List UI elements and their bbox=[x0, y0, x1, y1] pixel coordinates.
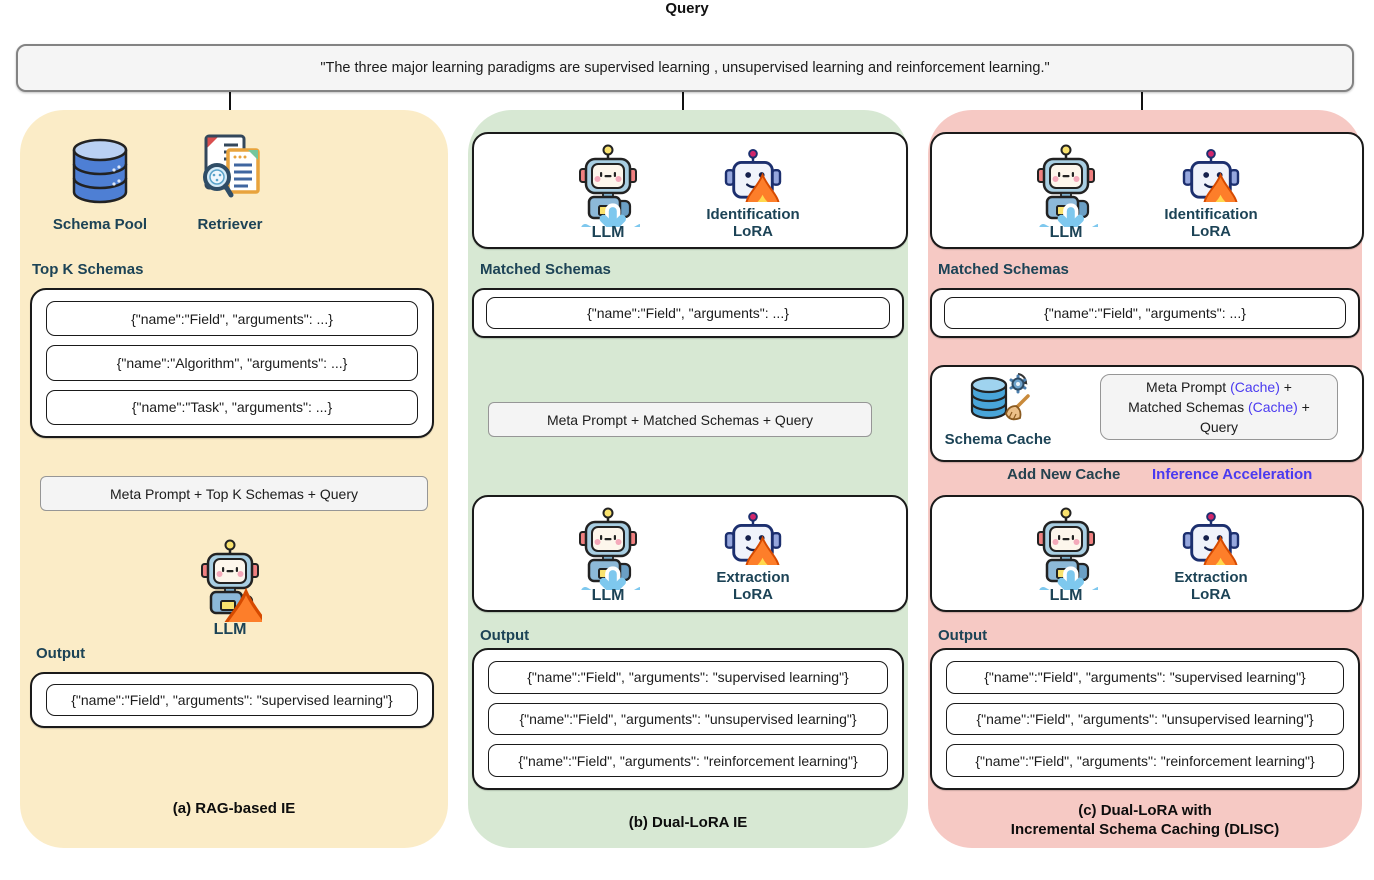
llm-label-b2: LLM bbox=[591, 587, 625, 604]
output-container-a: {"name":"Field", "arguments": "supervise… bbox=[30, 672, 434, 728]
llm-label-a: LLM bbox=[213, 621, 247, 638]
identification-lora-label-b: Identification LoRA bbox=[706, 206, 800, 240]
schema-cache-label: Schema Cache bbox=[944, 431, 1052, 448]
identification-stage-box-c bbox=[930, 132, 1364, 249]
meta-prompt-box-a: Meta Prompt + Top K Schemas + Query bbox=[40, 476, 428, 511]
schema-box: {"name":"Algorithm", "arguments": ...} bbox=[46, 345, 418, 381]
query-box: "The three major learning paradigms are … bbox=[16, 44, 1354, 92]
schema-cache-icon bbox=[966, 372, 1032, 430]
extraction-lora-label-b: Extraction LoRA bbox=[716, 569, 790, 603]
matched-schemas-container-c: {"name":"Field", "arguments": ...} bbox=[930, 288, 1360, 338]
caption-c: (c) Dual-LoRA with Incremental Schema Ca… bbox=[1010, 802, 1280, 838]
llm-label-c1: LLM bbox=[1049, 224, 1083, 241]
matched-schemas-title-b: Matched Schemas bbox=[480, 261, 611, 278]
schema-pool-label: Schema Pool bbox=[52, 216, 148, 233]
caption-a: (a) RAG-based IE bbox=[172, 800, 296, 817]
add-new-cache-label: Add New Cache bbox=[1007, 466, 1121, 483]
llm-robot-icon-b2 bbox=[576, 506, 640, 590]
llm-label-c2: LLM bbox=[1049, 587, 1083, 604]
llm-robot-icon-c1 bbox=[1034, 143, 1098, 227]
identification-lora-label-c: Identification LoRA bbox=[1164, 206, 1258, 240]
meta-prompt-box-b: Meta Prompt + Matched Schemas + Query bbox=[488, 402, 872, 437]
inference-acceleration-label: Inference Acceleration bbox=[1152, 466, 1313, 483]
matched-schemas-title-c: Matched Schemas bbox=[938, 261, 1069, 278]
llm-robot-icon-a bbox=[198, 538, 262, 622]
schema-pool-database-icon bbox=[68, 136, 132, 208]
cached-prompt-line2: Matched Schemas (Cache) + bbox=[1128, 399, 1310, 415]
llm-robot-icon-b1 bbox=[576, 143, 640, 227]
retriever-icon bbox=[192, 132, 268, 212]
output-box: {"name":"Field", "arguments": "unsupervi… bbox=[488, 702, 888, 736]
top-k-schemas-title: Top K Schemas bbox=[32, 261, 144, 278]
page-title: Query bbox=[665, 0, 709, 17]
extraction-lora-robot-icon-b bbox=[724, 511, 782, 565]
cached-prompt-line3: Query bbox=[1199, 419, 1239, 435]
extraction-stage-box-c bbox=[930, 495, 1364, 612]
output-title-a: Output bbox=[36, 645, 86, 662]
extraction-lora-robot-icon-c bbox=[1182, 511, 1240, 565]
output-container-b: {"name":"Field", "arguments": "supervise… bbox=[472, 648, 904, 790]
extraction-lora-label-c: Extraction LoRA bbox=[1174, 569, 1248, 603]
schema-box: {"name":"Field", "arguments": ...} bbox=[46, 301, 418, 337]
extraction-stage-box-b bbox=[472, 495, 908, 612]
cached-prompt-line1: Meta Prompt (Cache) + bbox=[1146, 379, 1292, 395]
output-container-c: {"name":"Field", "arguments": "supervise… bbox=[930, 648, 1360, 790]
identification-lora-robot-icon-c bbox=[1182, 148, 1240, 202]
output-box: {"name":"Field", "arguments": "reinforce… bbox=[946, 744, 1344, 778]
schema-box: {"name":"Task", "arguments": ...} bbox=[46, 389, 418, 425]
top-k-schemas-container: {"name":"Field", "arguments": ...} {"nam… bbox=[30, 288, 434, 438]
identification-lora-robot-icon-b bbox=[724, 148, 782, 202]
retriever-label: Retriever bbox=[197, 216, 263, 233]
output-box: {"name":"Field", "arguments": "reinforce… bbox=[488, 744, 888, 778]
cached-prompt-box: Meta Prompt (Cache) + Matched Schemas (C… bbox=[1100, 374, 1338, 440]
output-title-c: Output bbox=[938, 627, 988, 644]
schema-box: {"name":"Field", "arguments": ...} bbox=[486, 297, 890, 329]
schema-box: {"name":"Field", "arguments": ...} bbox=[944, 297, 1346, 329]
identification-stage-box-b bbox=[472, 132, 908, 249]
caption-b: (b) Dual-LoRA IE bbox=[628, 814, 748, 831]
llm-label-b1: LLM bbox=[591, 224, 625, 241]
output-box: {"name":"Field", "arguments": "supervise… bbox=[488, 661, 888, 694]
output-box: {"name":"Field", "arguments": "supervise… bbox=[46, 684, 418, 716]
llm-robot-icon-c2 bbox=[1034, 506, 1098, 590]
output-box: {"name":"Field", "arguments": "supervise… bbox=[946, 661, 1344, 694]
query-text: "The three major learning paradigms are … bbox=[320, 60, 1050, 76]
matched-schemas-container-b: {"name":"Field", "arguments": ...} bbox=[472, 288, 904, 338]
output-box: {"name":"Field", "arguments": "unsupervi… bbox=[946, 702, 1344, 736]
output-title-b: Output bbox=[480, 627, 530, 644]
